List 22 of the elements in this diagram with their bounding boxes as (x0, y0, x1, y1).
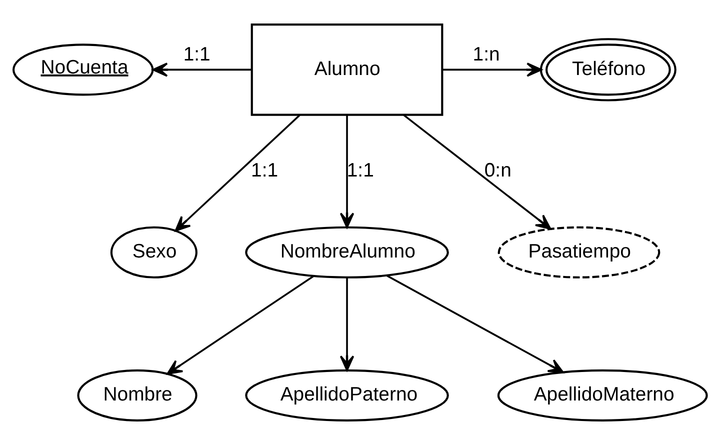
arrow (340, 115, 354, 228)
node-ellipse: NoCuenta (12, 44, 154, 96)
node-box: Alumno (250, 24, 444, 116)
edge-label: 1:n (472, 43, 500, 66)
node-ellipse: ApellidoPaterno (245, 369, 449, 422)
edge-label: 1:1 (251, 159, 278, 182)
node-ellipse: Sexo (110, 226, 198, 278)
node-ellipse: Teléfono (540, 38, 676, 102)
arrow (166, 275, 314, 375)
arrow (340, 278, 354, 372)
edge-label: 0:n (484, 159, 512, 182)
edge-label: 1:1 (346, 159, 374, 182)
node-ellipse: NombreAlumno (245, 226, 449, 278)
arrow (442, 62, 542, 77)
arrow (386, 274, 564, 374)
node-ellipse: Pasatiempo (498, 226, 660, 278)
edge-label: 1:1 (183, 43, 210, 66)
arrow (152, 62, 252, 77)
node-ellipse: ApellidoMaterno (497, 369, 708, 422)
arrow (174, 114, 300, 232)
arrow (403, 114, 552, 230)
node-ellipse: Nombre (77, 369, 198, 422)
